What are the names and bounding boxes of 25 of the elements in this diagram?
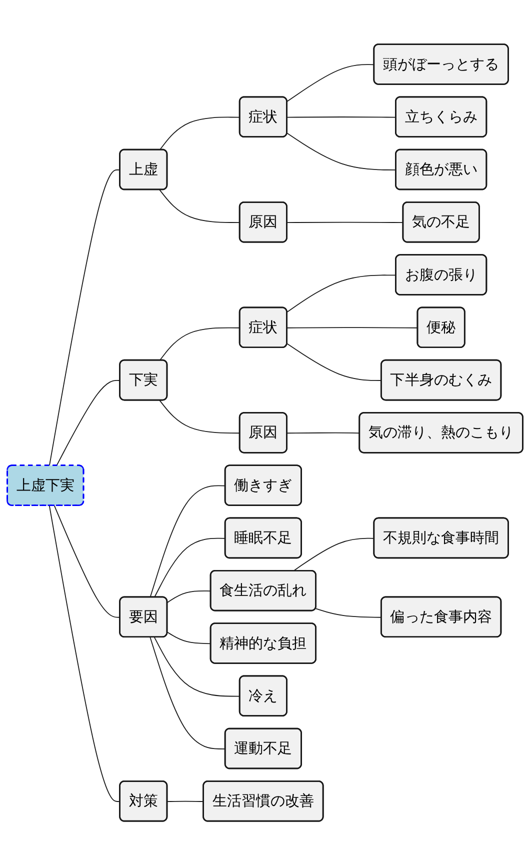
connector [159, 327, 240, 361]
connector [286, 116, 397, 118]
connector [159, 189, 240, 223]
connector [286, 64, 375, 102]
connector [286, 343, 382, 381]
connector [154, 538, 226, 598]
connector [56, 380, 121, 466]
connector [286, 132, 397, 170]
connector [292, 538, 375, 572]
connector [159, 400, 240, 434]
connector [54, 505, 121, 618]
connector [315, 608, 382, 618]
connector [159, 116, 240, 150]
connector [286, 326, 418, 328]
connector [166, 632, 212, 644]
connector [48, 505, 121, 802]
connector [48, 169, 121, 466]
connector [150, 636, 226, 750]
connector [286, 432, 360, 434]
connector [154, 636, 240, 697]
connector [166, 590, 212, 603]
connector [286, 222, 404, 223]
connector [150, 485, 226, 598]
connector [286, 274, 397, 312]
connector [166, 800, 204, 802]
